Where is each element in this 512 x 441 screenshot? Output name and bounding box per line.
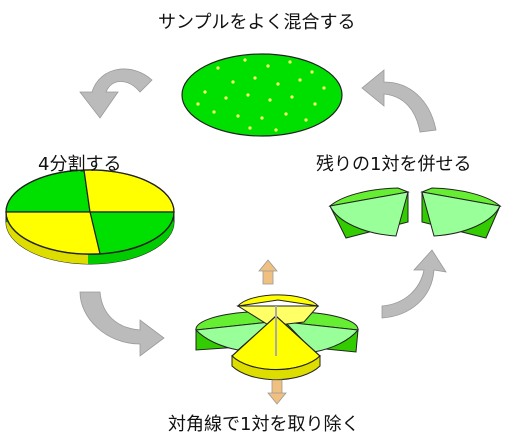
arrow-combine-to-mix bbox=[361, 69, 437, 133]
arrow-remove-to-combine bbox=[381, 249, 447, 319]
step-combine-label: 残りの1対を併せる bbox=[316, 154, 472, 175]
step-mix-label: サンプルをよく混合する bbox=[158, 12, 356, 33]
remove-up-arrow bbox=[258, 259, 278, 285]
step-divide-label: 4分割する bbox=[38, 154, 122, 175]
remove-down-arrow bbox=[267, 379, 287, 405]
divided-sample bbox=[5, 169, 175, 265]
arrow-mix-to-divide bbox=[79, 68, 153, 119]
cycle-arrows bbox=[79, 68, 447, 357]
step-remove-label: 対角線で1対を取り除く bbox=[168, 414, 360, 435]
sample-particles bbox=[196, 58, 326, 132]
arrow-divide-to-remove bbox=[79, 291, 165, 357]
mixed-sample bbox=[181, 53, 343, 137]
removal-sample bbox=[194, 259, 359, 405]
combined-pair bbox=[328, 187, 502, 239]
